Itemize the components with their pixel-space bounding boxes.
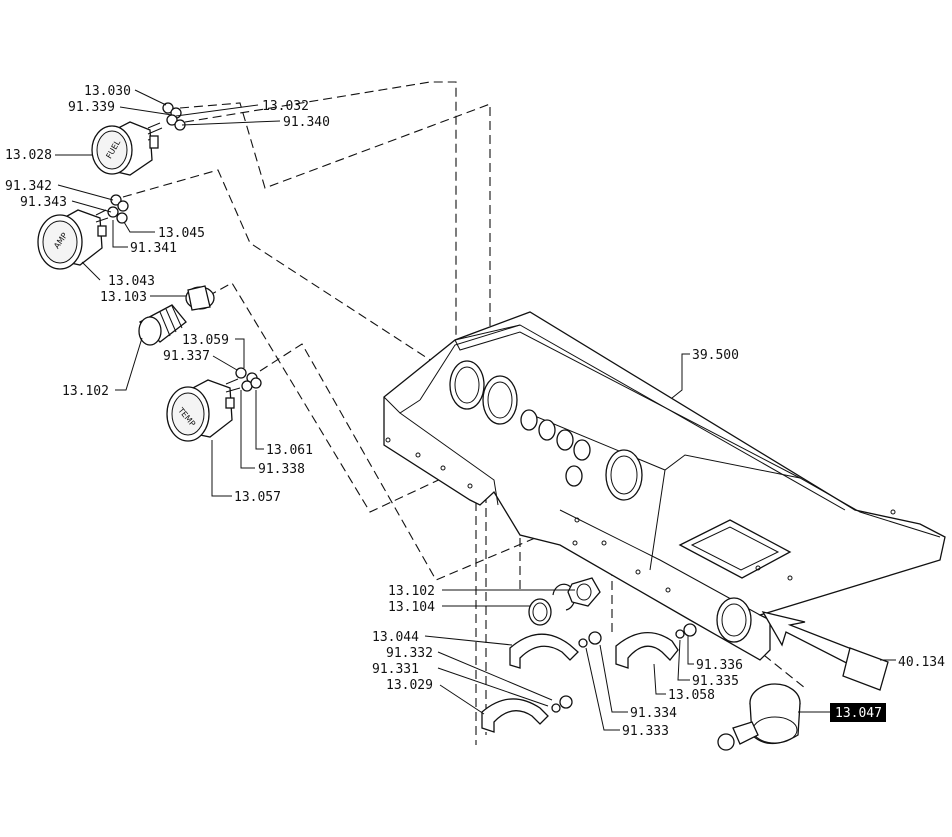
label-plate	[842, 647, 889, 691]
callout-13-102-lamp: 13.102	[62, 384, 109, 399]
callout-labels: 13.030 91.339 13.032 91.340 13.028 91.34…	[5, 84, 945, 739]
callout-13-059: 13.059	[182, 333, 229, 348]
callout-40-134: 40.134	[898, 655, 945, 670]
callout-13-029: 13.029	[386, 678, 433, 693]
small-washers	[551, 623, 697, 713]
bracket-13-044	[509, 633, 579, 669]
temp-gauge-nuts	[235, 367, 262, 392]
callout-13-047: 13.047	[835, 706, 882, 721]
leader-lines	[55, 89, 896, 731]
callout-39-500: 39.500	[692, 348, 739, 363]
callout-13-045: 13.045	[158, 226, 205, 241]
callout-91-339: 91.339	[68, 100, 115, 115]
lamp-bulb	[185, 285, 215, 311]
callout-13-104: 13.104	[388, 600, 435, 615]
bracket-13-029	[481, 698, 549, 733]
assembly-guide-lines	[122, 81, 806, 745]
callout-13-043: 13.043	[108, 274, 155, 289]
callout-13-058: 13.058	[668, 688, 715, 703]
callout-13-030: 13.030	[84, 84, 131, 99]
callout-91-333: 91.333	[622, 724, 669, 739]
callout-91-340: 91.340	[283, 115, 330, 130]
temp-gauge: TEMP	[166, 378, 241, 442]
bracket-13-058	[615, 631, 679, 669]
fuel-gauge: FUEL	[91, 121, 163, 176]
callout-91-343: 91.343	[20, 195, 67, 210]
fuel-gauge-nuts	[162, 102, 186, 131]
lamp-socket	[138, 304, 187, 346]
callout-91-338: 91.338	[258, 462, 305, 477]
amp-gauge: AMP	[37, 209, 109, 270]
callout-13-028: 13.028	[5, 148, 52, 163]
callout-91-331: 91.331	[372, 662, 419, 677]
callout-91-332: 91.332	[386, 646, 433, 661]
callout-91-342: 91.342	[5, 179, 52, 194]
callout-91-335: 91.335	[692, 674, 739, 689]
callout-13-047-highlight	[830, 703, 886, 722]
lamp-rings	[528, 577, 601, 626]
callout-13-044: 13.044	[372, 630, 419, 645]
callout-13-103: 13.103	[100, 290, 147, 305]
ignition-switch	[717, 683, 801, 751]
dashboard-panel	[383, 311, 946, 661]
callout-13-102-ring: 13.102	[388, 584, 435, 599]
callout-91-336: 91.336	[696, 658, 743, 673]
callout-13-057: 13.057	[234, 490, 281, 505]
callout-91-341: 91.341	[130, 241, 177, 256]
amp-gauge-nuts	[107, 194, 129, 224]
callout-91-334: 91.334	[630, 706, 677, 721]
callout-13-061: 13.061	[266, 443, 313, 458]
callout-91-337: 91.337	[163, 349, 210, 364]
callout-13-032: 13.032	[262, 99, 309, 114]
